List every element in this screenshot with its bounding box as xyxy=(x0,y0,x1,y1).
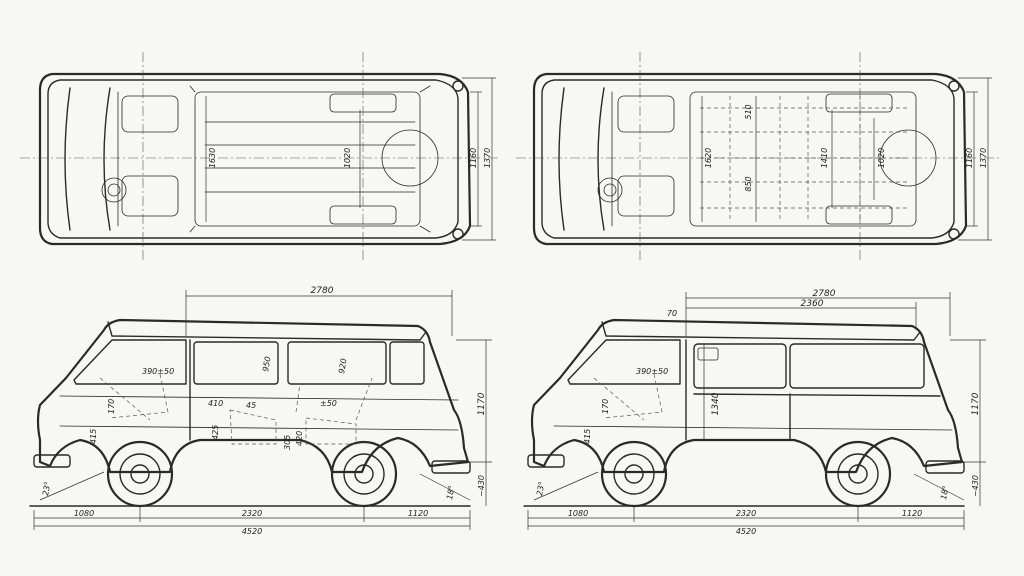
passenger-overall-width: 1370 xyxy=(483,148,492,168)
passenger-dim-170: 170 xyxy=(107,399,116,414)
passenger-rear-overhang: 1120 xyxy=(408,509,428,518)
passenger-seat-width-1: 410 xyxy=(208,399,223,408)
cargo-approach-angle: 23° xyxy=(535,481,546,497)
side-view-cargo: 2780 2360 70 390±50 170 415 1340 1170 ~4… xyxy=(523,289,986,536)
passenger-dim-420: 420 xyxy=(295,431,304,446)
passenger-dim-415: 415 xyxy=(89,429,98,444)
cargo-overall-length: 4520 xyxy=(736,527,756,536)
side-view-passenger: 2780 390±50 410 45 ±50 950 920 170 415 4… xyxy=(29,286,492,536)
passenger-front-overhang: 1080 xyxy=(74,509,94,518)
cargo-seat-offset: 390±50 xyxy=(636,367,668,376)
passenger-height: 1170 xyxy=(477,392,487,415)
cargo-front-overhang: 1080 xyxy=(568,509,588,518)
passenger-height-920: 920 xyxy=(337,358,349,375)
cargo-ground-clearance: ~430 xyxy=(971,475,980,497)
cargo-height-1340: 1340 xyxy=(711,392,721,415)
passenger-dim-425: 425 xyxy=(211,425,220,440)
passenger-seat-depth: 45 xyxy=(246,401,256,410)
cargo-dim-170: 170 xyxy=(601,399,610,414)
cargo-gap-a: 510 xyxy=(744,104,753,119)
passenger-seat-offset: 390±50 xyxy=(142,367,174,376)
cargo-inner-width: 1020 xyxy=(877,148,886,168)
passenger-wheelbase: 2320 xyxy=(242,509,262,518)
passenger-floor-width: 1020 xyxy=(343,148,352,168)
top-view-passenger: 1630 1020 1160 1370 xyxy=(20,52,500,262)
passenger-height-950: 950 xyxy=(261,356,273,373)
passenger-ground-clearance: ~430 xyxy=(477,475,486,497)
passenger-track-width: 1160 xyxy=(469,148,478,168)
cargo-gap-b: 850 xyxy=(744,176,753,191)
passenger-departure-angle: 18° xyxy=(445,485,456,501)
cargo-departure-angle: 18° xyxy=(939,485,950,501)
cargo-track-width: 1160 xyxy=(965,148,974,168)
cargo-height: 1170 xyxy=(971,392,981,415)
passenger-dim-305: 305 xyxy=(283,435,292,450)
top-view-cargo: 1620 510 850 1410 1020 1160 1370 xyxy=(516,52,1000,262)
cargo-overall-width: 1370 xyxy=(979,148,988,168)
cargo-wheelbase: 2320 xyxy=(736,509,756,518)
passenger-overall-length-top: 2780 xyxy=(311,286,334,296)
passenger-overall-length: 4520 xyxy=(242,527,262,536)
cargo-overall-length-top: 2780 xyxy=(813,289,836,299)
passenger-interior-width: 1630 xyxy=(208,148,217,168)
cargo-length: 2360 xyxy=(801,299,824,309)
passenger-approach-angle: 23° xyxy=(41,481,52,497)
cargo-floor-width: 1410 xyxy=(820,148,829,168)
cargo-dim-415: 415 xyxy=(583,429,592,444)
cargo-roof-offset: 70 xyxy=(667,309,677,318)
passenger-seat-back-1: ±50 xyxy=(320,399,337,408)
cargo-interior-width: 1620 xyxy=(704,148,713,168)
cargo-rear-overhang: 1120 xyxy=(902,509,922,518)
